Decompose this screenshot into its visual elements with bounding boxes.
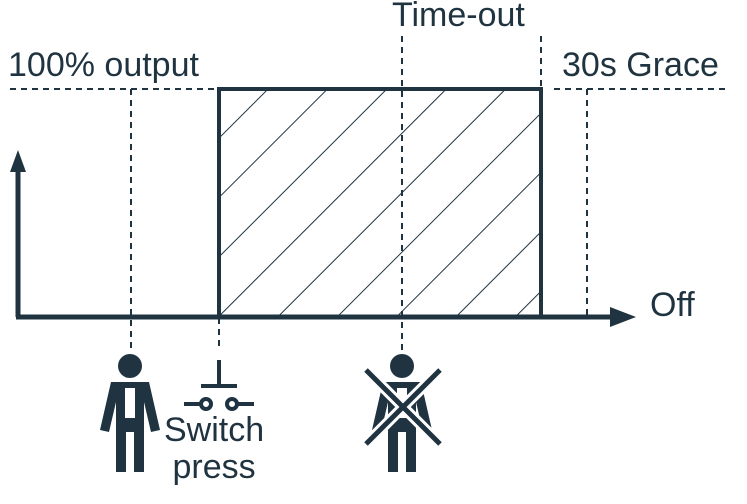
grace-label: 30s Grace — [562, 46, 719, 84]
switch-label-line1: Switch — [164, 411, 265, 449]
switch-label-line2: press — [172, 448, 256, 486]
y-axis-arrow — [10, 150, 26, 172]
switch-press-label: Switch press — [164, 412, 264, 486]
person-crossed-icon — [362, 354, 444, 472]
output-label: 100% output — [8, 46, 199, 84]
person-icon — [100, 354, 160, 472]
off-label: Off — [650, 286, 695, 324]
timeout-label: Time-out — [392, 0, 525, 34]
output-block — [217, 87, 543, 319]
push-switch-icon — [184, 360, 254, 411]
x-axis-arrow — [610, 307, 636, 327]
